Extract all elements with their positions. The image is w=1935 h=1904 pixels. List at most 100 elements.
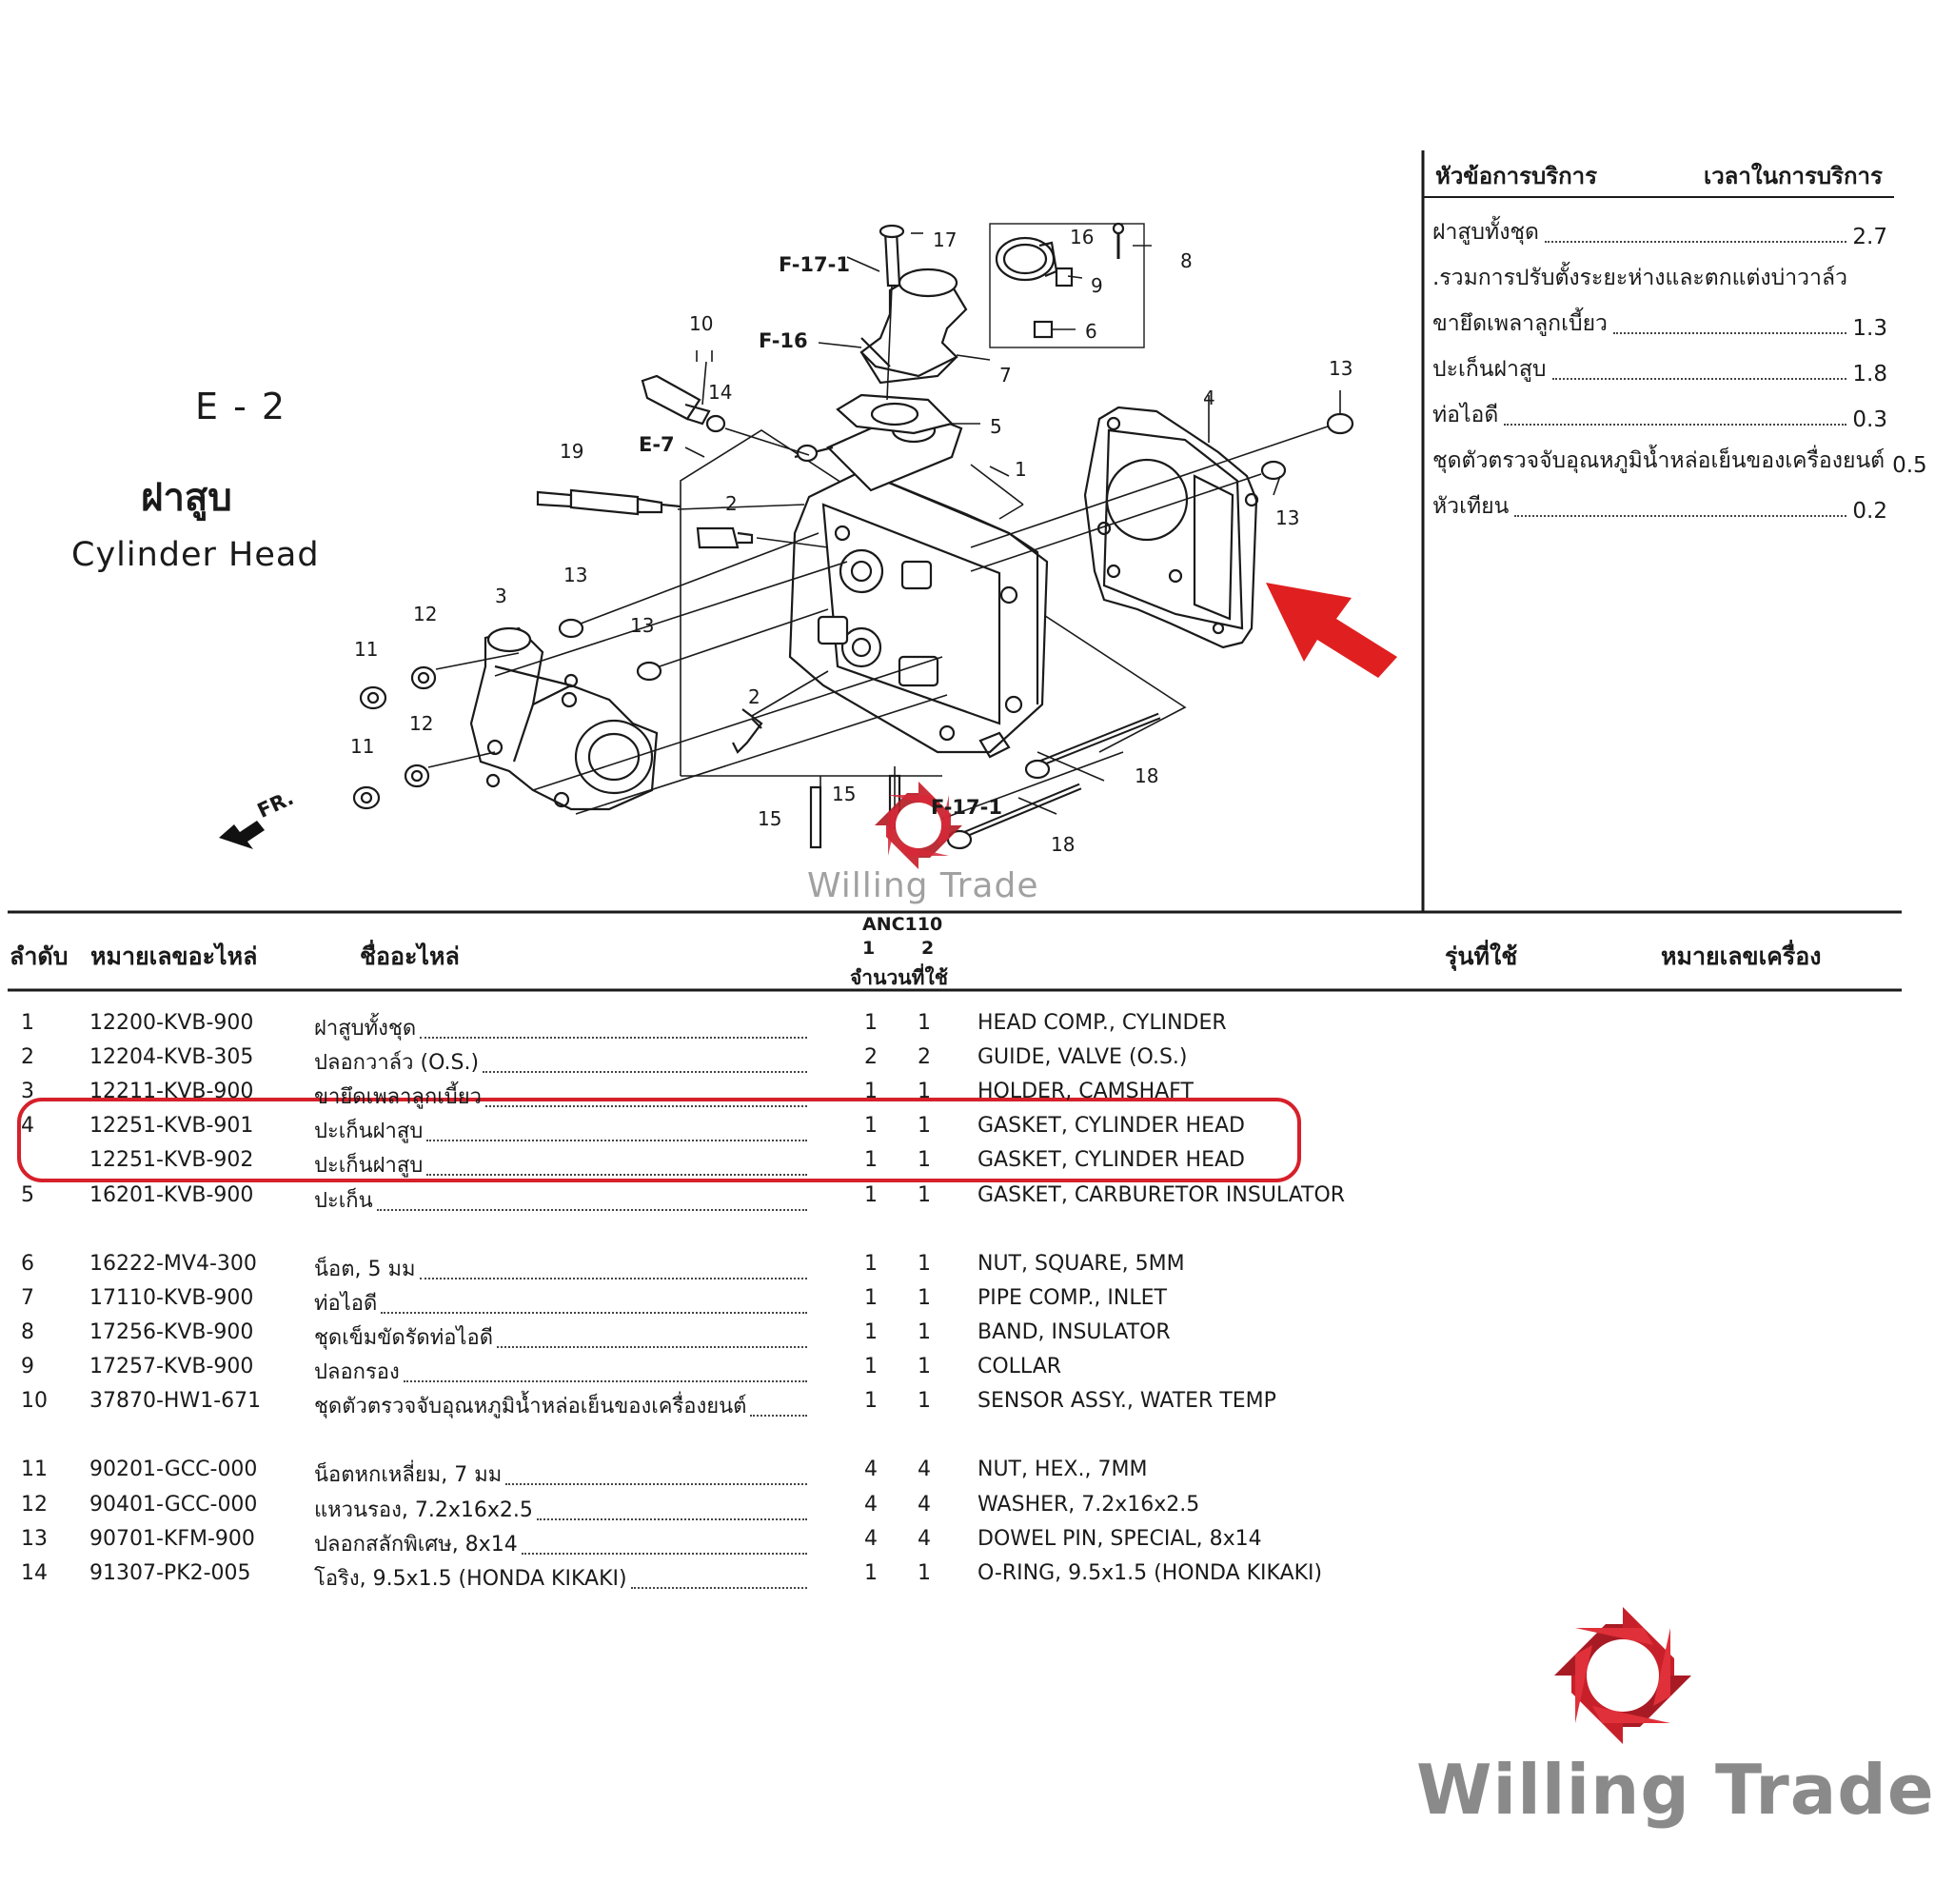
row-qty-2: 1 [918, 1286, 931, 1310]
row-name-en: BAND, INSULATOR [977, 1320, 1171, 1344]
row-name-th-text: โอริง, 9.5x1.5 (HONDA KIKAKI) [314, 1567, 627, 1591]
service-item-time: 0.5 [1892, 453, 1927, 478]
service-header-time: เวลาในการบริการ [1704, 163, 1883, 189]
callout-1: 1 [1015, 458, 1027, 481]
row-name-en: GASKET, CYLINDER HEAD [977, 1114, 1245, 1138]
front-direction-icon [219, 821, 265, 849]
callout-11a: 11 [354, 638, 379, 661]
row-qty-2: 1 [918, 1011, 931, 1035]
inlet-pipe-part [836, 268, 968, 435]
row-no: 5 [21, 1183, 34, 1207]
callout-15a: 15 [758, 807, 782, 830]
row-name-en: NUT, SQUARE, 5MM [977, 1252, 1185, 1276]
callout-18a: 18 [1135, 764, 1159, 787]
row-part-no: 90201-GCC-000 [89, 1458, 258, 1481]
callout-12a: 12 [413, 603, 438, 625]
row-no: 2 [21, 1045, 34, 1069]
head-gasket-part [1083, 406, 1259, 649]
row-part-no: 37870-HW1-671 [89, 1389, 262, 1413]
row-qty-1: 4 [864, 1458, 878, 1481]
row-name-th-text: น็อตหกเหลี่ยม, 7 มม [314, 1463, 503, 1487]
service-item-time: 0.3 [1852, 407, 1887, 432]
row-qty-1: 1 [864, 1011, 878, 1035]
water-temp-sensor-part [641, 374, 726, 433]
row-qty-2: 1 [918, 1561, 931, 1585]
callout-19: 19 [560, 440, 584, 463]
row-name-en: SENSOR ASSY., WATER TEMP [977, 1389, 1276, 1413]
col-header-q1: 1 [862, 938, 876, 959]
service-row: .รวมการปรับตั้งระยะห่างและตกแต่งบ่าวาล์ว [1432, 261, 1887, 295]
callout-14: 14 [708, 381, 733, 404]
ref-label-f17-1-bottom: F-17-1 [931, 796, 1002, 819]
row-name-th-text: ปะเก็นฝาสูบ [314, 1120, 424, 1143]
col-header-name: ชื่ออะไหล่ [360, 942, 460, 970]
row-qty-2: 1 [918, 1355, 931, 1378]
ref-label-f17-1-top: F-17-1 [779, 253, 850, 276]
section-title-thai: ฝาสูบ [141, 476, 232, 520]
row-qty-2: 4 [918, 1458, 931, 1481]
col-header-used: รุ่นที่ใช้ [1445, 942, 1518, 970]
row-name-th-text: ชุดเข็มขัดรัดท่อไอดี [314, 1326, 493, 1350]
row-name-th-text: ปลอกสลักพิเศษ, 8x14 [314, 1533, 518, 1557]
row-no: 3 [21, 1080, 34, 1103]
row-part-no: 16201-KVB-900 [89, 1183, 254, 1207]
row-qty-2: 4 [918, 1527, 931, 1551]
row-name-th-text: ปลอกรอง [314, 1360, 400, 1384]
row-no: 14 [21, 1561, 48, 1585]
service-item-name: .รวมการปรับตั้งระยะห่างและตกแต่งบ่าวาล์ว [1432, 266, 1847, 290]
camshaft-holder-part [469, 626, 659, 811]
service-item-name: ฝาสูบทั้งชุด [1432, 220, 1539, 245]
row-name-th: แหวนรอง, 7.2x16x2.5 [314, 1493, 807, 1526]
row-part-no: 12251-KVB-901 [89, 1114, 254, 1138]
row-name-en: GUIDE, VALVE (O.S.) [977, 1045, 1188, 1069]
row-qty-1: 1 [864, 1080, 878, 1103]
row-part-no: 16222-MV4-300 [89, 1252, 257, 1276]
row-name-en: O-RING, 9.5x1.5 (HONDA KIKAKI) [977, 1561, 1323, 1585]
row-name-th-text: ปะเก็น [314, 1189, 373, 1213]
row-name-th-text: น็อต, 5 มม [314, 1258, 416, 1281]
callout-11b: 11 [350, 735, 375, 758]
callout-8: 8 [1180, 249, 1193, 272]
callout-16: 16 [1070, 226, 1095, 248]
insulator-band-part [995, 222, 1125, 339]
highlight-arrow [1266, 583, 1397, 678]
service-row: ท่อไอดี 0.3 [1432, 398, 1887, 432]
brand-logo-large [1554, 1607, 1691, 1744]
row-qty-2: 1 [918, 1320, 931, 1344]
row-no: 13 [21, 1527, 48, 1551]
row-part-no: 90701-KFM-900 [89, 1527, 255, 1551]
cylinder-head-part [788, 407, 1049, 759]
service-row: ชุดตัวตรวจจับอุณหภูมิน้ำหล่อเย็นของเครื่… [1432, 444, 1927, 478]
row-qty-2: 1 [918, 1183, 931, 1207]
callout-2a: 2 [725, 492, 738, 515]
service-item-name: หัวเทียน [1432, 494, 1510, 519]
ref-label-e7: E-7 [639, 433, 675, 456]
row-qty-1: 1 [864, 1561, 878, 1585]
row-name-th: ปะเก็นฝาสูบ [314, 1148, 807, 1181]
row-qty-2: 2 [918, 1045, 931, 1069]
row-name-en: HOLDER, CAMSHAFT [977, 1080, 1194, 1103]
row-qty-1: 1 [864, 1148, 878, 1172]
service-item-name: ปะเก็นฝาสูบ [1432, 357, 1547, 382]
row-name-th: ปลอกวาล์ว (O.S.) [314, 1045, 807, 1079]
spark-plug-part [536, 488, 681, 516]
row-no: 12 [21, 1493, 48, 1517]
row-name-th: ขายึดเพลาลูกเบี้ยว [314, 1080, 807, 1113]
row-name-en: GASKET, CYLINDER HEAD [977, 1148, 1245, 1172]
row-qty-1: 1 [864, 1114, 878, 1138]
row-qty-1: 2 [864, 1045, 878, 1069]
callout-9: 9 [1091, 274, 1103, 297]
row-name-th: ปะเก็น [314, 1183, 807, 1217]
service-item-time: 1.8 [1852, 362, 1887, 387]
row-name-th: น็อต, 5 มม [314, 1252, 807, 1285]
row-name-th: โอริง, 9.5x1.5 (HONDA KIKAKI) [314, 1561, 807, 1595]
service-item-name: ท่อไอดี [1432, 403, 1499, 427]
row-name-en: GASKET, CARBURETOR INSULATOR [977, 1183, 1346, 1207]
row-name-th-text: ปะเก็นฝาสูบ [314, 1154, 424, 1178]
row-no: 10 [21, 1389, 48, 1413]
row-name-en: COLLAR [977, 1355, 1062, 1378]
row-qty-1: 1 [864, 1320, 878, 1344]
callout-6: 6 [1085, 320, 1097, 343]
